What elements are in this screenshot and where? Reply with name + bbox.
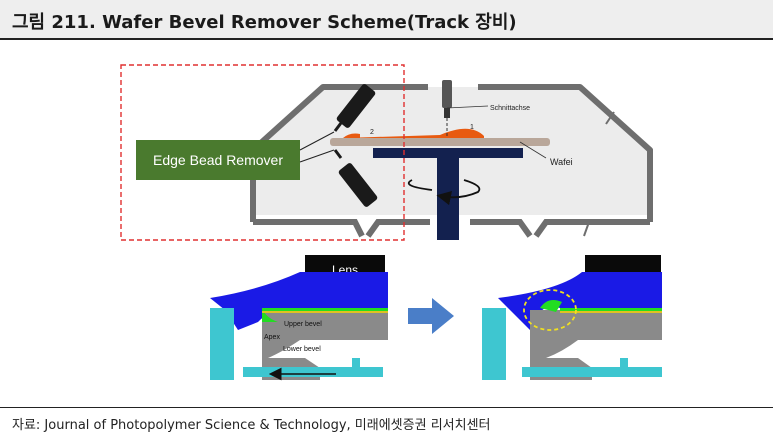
source-citation: 자료: Journal of Photopolymer Science & Te…	[12, 418, 491, 433]
cyan-stage-post-right	[482, 308, 506, 380]
wafer-disc	[330, 138, 550, 146]
edge-bead-left	[343, 133, 360, 138]
wafer-label-top: Wafeі	[550, 157, 573, 167]
cyan-stage-base-right	[522, 367, 662, 377]
chamber-floor	[253, 219, 365, 238]
apex-label: Apex	[264, 334, 280, 341]
rotation-arrow	[407, 179, 481, 197]
ebr-nozzle-upper	[333, 84, 376, 132]
ebr-label: Edge Bead Remover	[153, 152, 283, 168]
ebr-highlight-box	[120, 64, 405, 241]
schnittachse-leader	[446, 105, 489, 109]
wafer-body-left	[262, 310, 388, 358]
cyan-stage-base	[243, 367, 383, 377]
marker-2: 2	[370, 129, 374, 136]
wafer-leader	[519, 141, 547, 159]
photoresist-fluid-right	[498, 272, 662, 330]
schnittachse-label: Schnittachse	[490, 105, 530, 112]
bevel-remover-diagram: Schnittachse 1 2 Wafeі Edge Bead Remover…	[120, 64, 662, 381]
upper-bevel-label: Upper bevel	[284, 321, 322, 328]
bevel-before-diagram: Lens Upper bevel Apex Lower bevel Wafer	[210, 255, 388, 381]
marker-1: 1	[470, 124, 474, 131]
chamber-wall	[250, 84, 428, 222]
wafer-label-bottom: Wafer	[342, 340, 374, 354]
chamber-floor	[470, 219, 533, 238]
track-chamber-diagram: Schnittachse 1 2 Wafeі Edge Bead Remover	[120, 64, 653, 241]
process-arrow	[408, 298, 454, 334]
chamber-wall	[478, 84, 653, 222]
title-bar: 그림 211. Wafer Bevel Remover Scheme(Track…	[0, 0, 773, 40]
figure-title: 그림 211. Wafer Bevel Remover Scheme(Track…	[12, 12, 517, 33]
chuck	[373, 148, 523, 158]
bevel-after-diagram	[482, 255, 662, 380]
coat-layer-green	[262, 308, 388, 311]
lower-bevel-label: Lower bevel	[283, 346, 321, 353]
cyan-stage-post	[210, 308, 234, 380]
photoresist-fluid	[210, 272, 388, 330]
wafer-body-right	[530, 310, 662, 358]
spindle-shaft	[437, 158, 459, 240]
removal-highlight	[523, 289, 577, 331]
removed-bead	[540, 300, 562, 312]
bead-green	[262, 308, 278, 322]
chamber-floor	[533, 219, 650, 238]
coat-layer-right	[560, 308, 662, 311]
ebr-label-box	[136, 140, 300, 180]
edge-bead	[343, 128, 484, 138]
chamber-floor	[365, 219, 430, 238]
top-nozzle	[442, 80, 452, 136]
footer-rule	[0, 407, 773, 408]
ebr-nozzle-lower	[333, 149, 378, 207]
